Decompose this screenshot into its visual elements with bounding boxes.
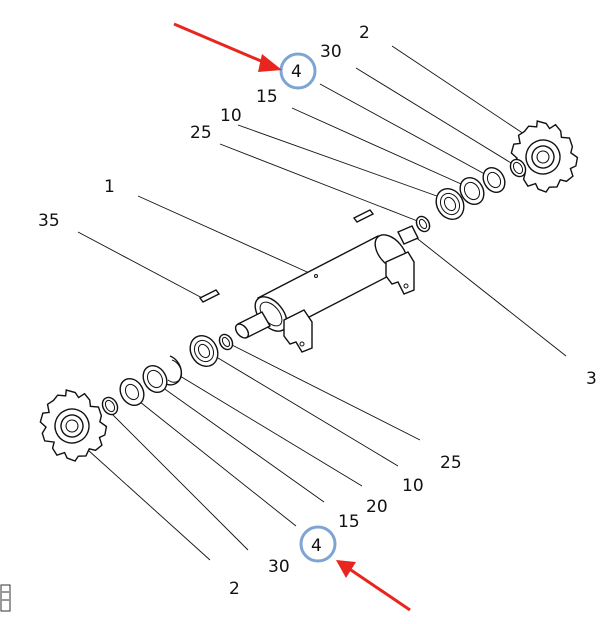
washer-15-bottom [142, 364, 168, 394]
callout-top-2: 2 [359, 23, 370, 43]
arrow-bottom [336, 560, 411, 612]
circlip-30-bottom [101, 396, 119, 416]
callout-right-3: 3 [586, 369, 597, 389]
circlip-25-bottom [218, 333, 234, 351]
callout-bottom-30: 30 [268, 557, 290, 577]
sprocket-top [510, 120, 579, 193]
sprocket-bottom [39, 389, 108, 462]
callout-shaft-1: 1 [104, 177, 115, 197]
callout-bottom-4: 4 [311, 536, 322, 556]
arrow-top [173, 22, 282, 72]
callout-top-15: 15 [256, 87, 278, 107]
highlight-circle-bottom [299, 525, 337, 563]
callout-bottom-15: 15 [338, 512, 360, 532]
bearing-10-bottom [189, 334, 219, 368]
callout-bottom-25: 25 [440, 453, 462, 473]
pin-35-upper [352, 209, 375, 223]
highlight-circle-top [279, 52, 317, 90]
bearing-10-top [435, 187, 465, 221]
seal-4-bottom [119, 377, 145, 407]
shaft-housing [234, 225, 419, 353]
circlip-25-top [415, 215, 431, 233]
seal-4-top [482, 166, 506, 194]
callout-top-10: 10 [220, 106, 242, 126]
pin-35-lower [198, 289, 221, 303]
leader-lines [77, 45, 567, 561]
callout-bottom-10: 10 [402, 476, 424, 496]
callout-top-25: 25 [190, 123, 212, 143]
callout-top-30: 30 [320, 42, 342, 62]
callout-pin-35: 35 [38, 211, 60, 231]
callout-bottom-20: 20 [366, 497, 388, 517]
callout-labels: 2 30 4 15 10 25 1 35 3 25 10 20 15 4 30 … [38, 23, 597, 599]
circlip-20-bottom [165, 355, 183, 386]
circlip-30-top [509, 158, 527, 178]
callout-top-4: 4 [291, 62, 302, 82]
callout-bottom-2: 2 [229, 579, 240, 599]
washer-15-top [459, 176, 485, 206]
broken-image-icon [0, 584, 11, 612]
